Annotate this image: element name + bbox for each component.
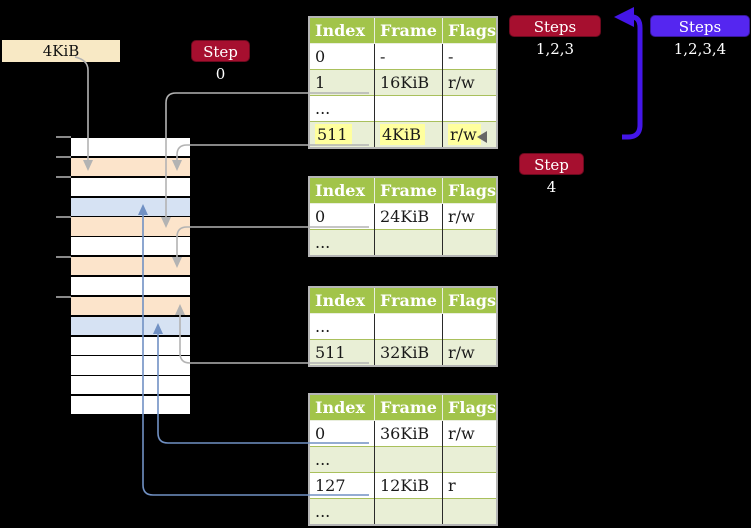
memory-row-orange — [71, 157, 190, 177]
table-cell: ... — [309, 229, 375, 256]
highlighted-value: 511 — [315, 124, 352, 145]
table-cell: 511 — [309, 121, 375, 148]
table-cell — [374, 95, 443, 122]
highlighted-value: 4KiB — [380, 124, 426, 145]
table-row: ... — [309, 95, 497, 122]
memory-row-orange — [71, 257, 190, 276]
table-cell: r/w — [442, 69, 497, 96]
memory-row-white — [71, 177, 190, 196]
step-0-label: Step 0 — [191, 40, 250, 83]
table-cell: r/w — [442, 420, 497, 447]
frame-size-box: 4KiB — [2, 40, 120, 62]
column-header: Flags — [442, 394, 497, 421]
table-cell: 0 — [309, 203, 375, 230]
recursive-loop-arrow — [622, 14, 643, 140]
table-row: ... — [309, 229, 497, 256]
memory-row-white — [71, 396, 190, 415]
memory-row-blue — [71, 197, 190, 216]
column-header: Frame — [374, 177, 443, 204]
table-cell: r/w — [442, 339, 497, 366]
memory-tick — [56, 216, 71, 218]
table-cell: 4KiB — [374, 121, 443, 148]
memory-row-white — [71, 376, 190, 395]
table-cell: r — [442, 472, 497, 499]
table-cell: r/w — [442, 121, 497, 148]
table-cell: - — [442, 43, 497, 70]
table-row: 0-- — [309, 43, 497, 70]
table-cell — [374, 498, 443, 525]
table-cell: ... — [309, 498, 375, 525]
memory-tick — [56, 256, 71, 258]
memory-row-white — [71, 237, 190, 256]
memory-row-orange — [71, 296, 190, 315]
column-header: Index — [309, 287, 375, 314]
table-row: ... — [309, 313, 497, 340]
column-header: Frame — [374, 394, 443, 421]
column-header: Index — [309, 17, 375, 44]
steps-1-2-3-label: Steps 1,2,3 — [509, 15, 601, 58]
step-4-label: Step 4 — [519, 153, 584, 196]
table-cell: 0 — [309, 420, 375, 447]
table-cell: ... — [309, 95, 375, 122]
table-cell — [374, 446, 443, 473]
column-header: Frame — [374, 17, 443, 44]
table-cell: 127 — [309, 472, 375, 499]
highlighted-value: r/w — [448, 124, 481, 145]
table-cell: 1 — [309, 69, 375, 96]
recursive-loop-arrowhead — [614, 7, 634, 27]
table-row: 511 4KiB r/w — [309, 121, 497, 148]
steps-1-2-3-4-label: Steps 1,2,3,4 — [650, 15, 750, 58]
memory-row-white — [71, 336, 190, 355]
memory-row-white — [71, 276, 190, 296]
memory-row-white — [71, 138, 190, 157]
memory-tick — [56, 176, 71, 178]
table-cell: 16KiB — [374, 69, 443, 96]
table-cell — [442, 446, 497, 473]
column-header: Index — [309, 394, 375, 421]
memory-tick — [56, 136, 71, 138]
table-cell — [442, 95, 497, 122]
table-cell: 511 — [309, 339, 375, 366]
column-header: Flags — [442, 17, 497, 44]
column-header: Frame — [374, 287, 443, 314]
table-row: ... — [309, 446, 497, 473]
table-cell — [374, 313, 443, 340]
table-cell: r/w — [442, 203, 497, 230]
memory-row-blue — [71, 316, 190, 335]
table-cell: - — [374, 43, 443, 70]
memory-row-orange — [71, 217, 190, 236]
table-cell — [374, 229, 443, 256]
table-cell: 36KiB — [374, 420, 443, 447]
column-header: Index — [309, 177, 375, 204]
table-cell — [442, 229, 497, 256]
table-cell: 0 — [309, 43, 375, 70]
physical-memory-column — [71, 138, 190, 416]
table-cell: 24KiB — [374, 203, 443, 230]
memory-tick — [56, 156, 71, 158]
memory-row-white — [71, 356, 190, 375]
table-row: ... — [309, 498, 497, 525]
table-cell: 32KiB — [374, 339, 443, 366]
table-cell — [442, 498, 497, 525]
table-cell: ... — [309, 446, 375, 473]
table-cell — [442, 313, 497, 340]
table-cell: 12KiB — [374, 472, 443, 499]
column-header: Flags — [442, 177, 497, 204]
table-cell: ... — [309, 313, 375, 340]
column-header: Flags — [442, 287, 497, 314]
memory-tick — [56, 296, 71, 298]
